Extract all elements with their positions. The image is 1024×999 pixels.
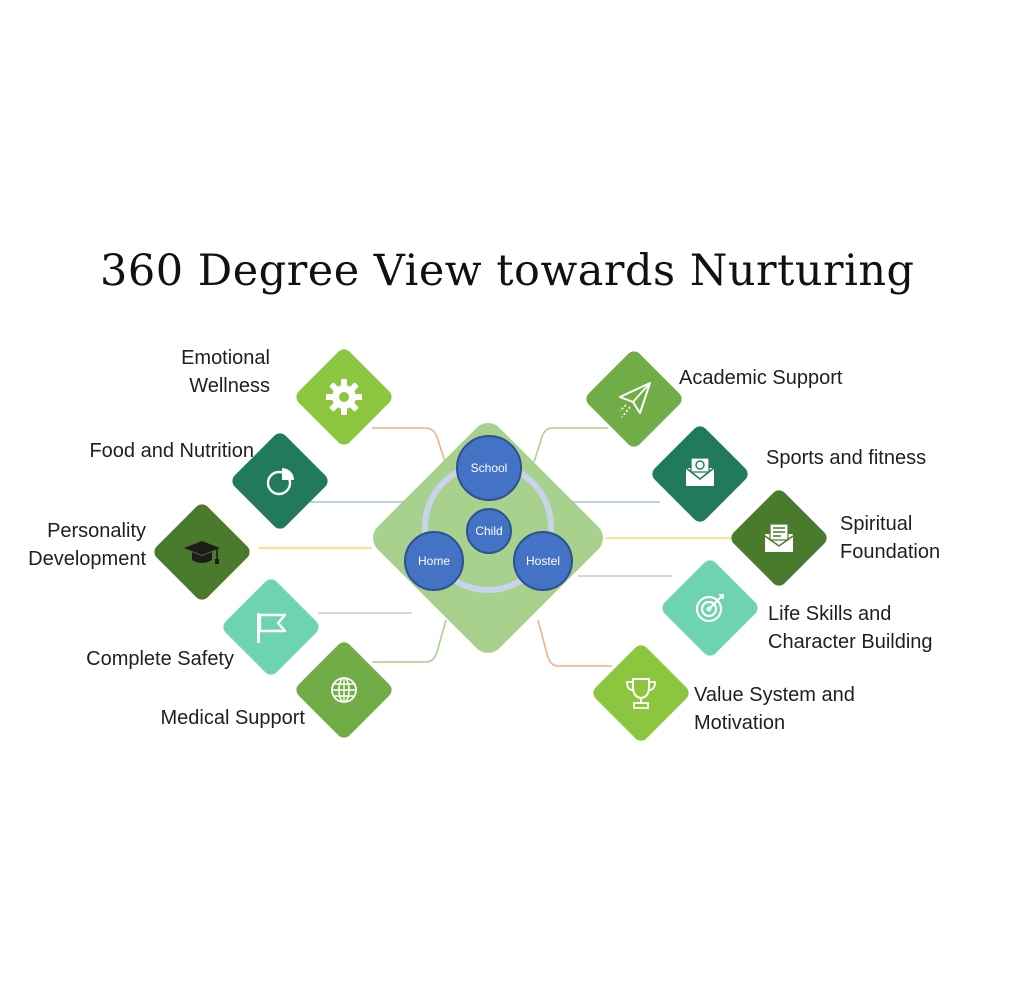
label-food-nutrition: Food and Nutrition bbox=[89, 440, 254, 462]
node-home: Home bbox=[404, 531, 464, 591]
label-medical-support: Medical Support bbox=[160, 707, 305, 729]
graduation-cap-icon bbox=[184, 541, 220, 564]
paper-plane-icon bbox=[619, 382, 651, 418]
flag-icon bbox=[257, 613, 287, 643]
node-child: Child bbox=[466, 508, 512, 554]
connector-emotional-wellness bbox=[372, 427, 448, 469]
target-icon bbox=[695, 594, 724, 623]
gear-icon bbox=[326, 379, 362, 415]
globe-icon bbox=[331, 677, 357, 703]
label-complete-safety: Complete Safety bbox=[86, 648, 234, 670]
email-icon bbox=[685, 457, 715, 486]
connector-value-system bbox=[537, 619, 612, 667]
node-hostel: Hostel bbox=[513, 531, 573, 591]
node-school: School bbox=[456, 435, 522, 501]
label-academic-support: Academic Support bbox=[679, 367, 843, 389]
connector-medical bbox=[372, 619, 447, 663]
connector-academic bbox=[533, 427, 608, 463]
pie-chart-icon bbox=[266, 468, 294, 496]
open-envelope-icon bbox=[764, 523, 794, 552]
label-sports-fitness: Sports and fitness bbox=[766, 447, 927, 469]
trophy-icon bbox=[626, 678, 656, 709]
diagram-title: 360 Degree View towards Nurturing bbox=[100, 246, 915, 296]
